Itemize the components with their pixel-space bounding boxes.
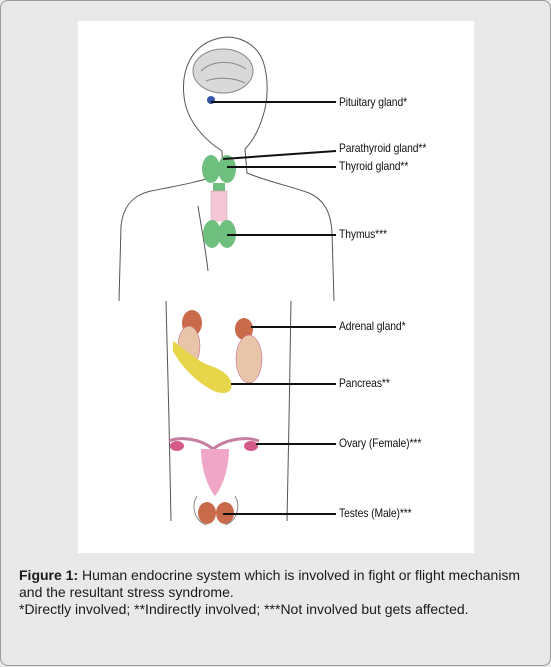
- brain-shape: [192, 48, 254, 94]
- testes-shape: [193, 495, 239, 526]
- leader-lines: [211, 101, 337, 515]
- label-thymus: Thymus***: [339, 227, 387, 241]
- ovary-shape: [168, 437, 260, 496]
- diagram-panel: [78, 21, 474, 553]
- label-pituitary-gland: Pituitary gland*: [339, 95, 408, 109]
- caption-legend: *Directly involved; **Indirectly involve…: [19, 601, 469, 617]
- label-parathyroid-gland: Parathyroid gland**: [339, 141, 427, 155]
- pancreas-shape: [173, 341, 232, 394]
- label-thyroid-gland: Thyroid gland**: [339, 159, 409, 173]
- adrenal-gland-shape: [177, 310, 263, 384]
- label-testes: Testes (Male)***: [339, 506, 412, 520]
- label-ovary: Ovary (Female)***: [339, 436, 422, 450]
- figure-caption: Figure 1: Human endocrine system which i…: [19, 567, 539, 618]
- caption-figure-number: Figure 1:: [19, 567, 79, 583]
- label-pancreas: Pancreas**: [339, 376, 390, 390]
- caption-text: Human endocrine system which is involved…: [19, 567, 521, 600]
- thyroid-gland-shape: [202, 155, 236, 195]
- trachea-shape: [210, 190, 228, 222]
- label-adrenal-gland: Adrenal gland*: [339, 319, 406, 333]
- body-outline: [118, 36, 335, 522]
